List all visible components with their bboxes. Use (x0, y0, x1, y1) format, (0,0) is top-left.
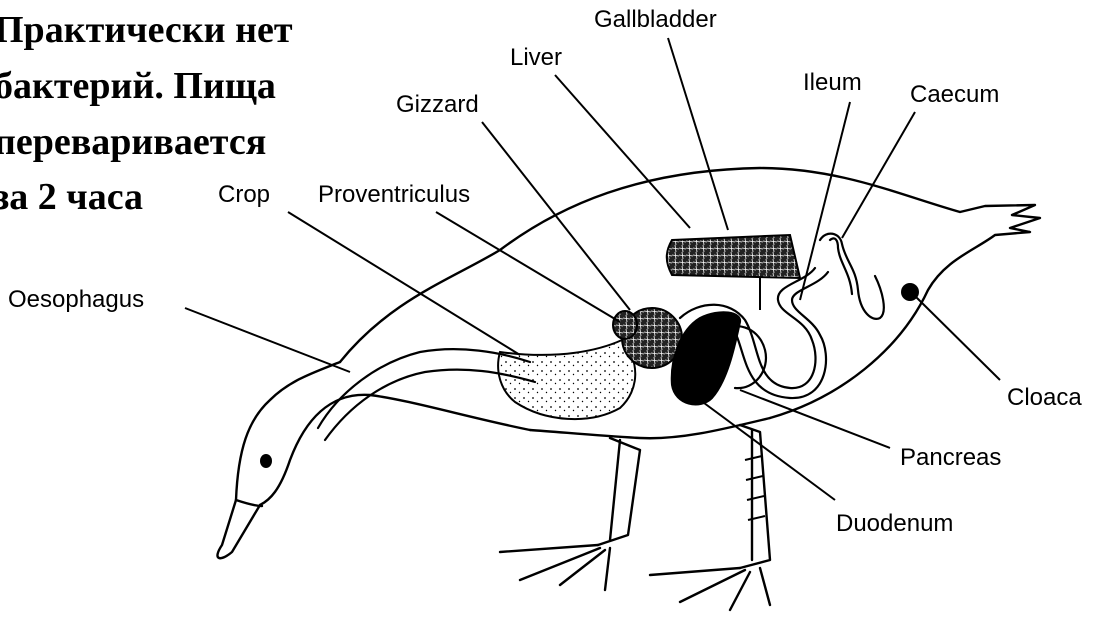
leader-crop (288, 212, 520, 355)
leader-proventriculus (436, 212, 620, 322)
caecum-shape-2 (830, 238, 852, 294)
right-leg (740, 425, 770, 568)
left-leg (598, 438, 640, 545)
liver-shape (667, 235, 800, 278)
leader-duodenum (700, 400, 835, 500)
label-caecum: Caecum (910, 81, 999, 108)
leader-cloaca (915, 296, 1000, 380)
left-foot (500, 545, 610, 590)
label-duodenum: Duodenum (836, 510, 953, 537)
label-liver: Liver (510, 44, 562, 71)
belly-outline (530, 418, 770, 438)
neck-upper-outline (236, 362, 340, 500)
head-outline (217, 500, 260, 558)
neck-lower-outline (260, 395, 530, 505)
label-proventriculus: Proventriculus (318, 181, 470, 208)
label-pancreas: Pancreas (900, 444, 1001, 471)
leader-caecum (842, 112, 915, 238)
leader-gallbladder (668, 38, 728, 230)
beak-line (236, 500, 262, 506)
label-cloaca: Cloaca (1007, 384, 1082, 411)
label-oesophagus: Oesophagus (8, 286, 144, 313)
label-ileum: Ileum (803, 69, 862, 96)
label-crop: Crop (218, 181, 270, 208)
label-gallbladder: Gallbladder (594, 6, 717, 33)
proventriculus-shape (613, 311, 637, 339)
leader-oesophagus (185, 308, 350, 372)
leader-ileum (800, 102, 850, 300)
eye (260, 454, 272, 468)
leader-gizzard (482, 122, 630, 310)
label-gizzard: Gizzard (396, 91, 479, 118)
crop-shape (498, 340, 635, 419)
caecum-shape (820, 234, 884, 319)
right-foot (650, 568, 770, 610)
